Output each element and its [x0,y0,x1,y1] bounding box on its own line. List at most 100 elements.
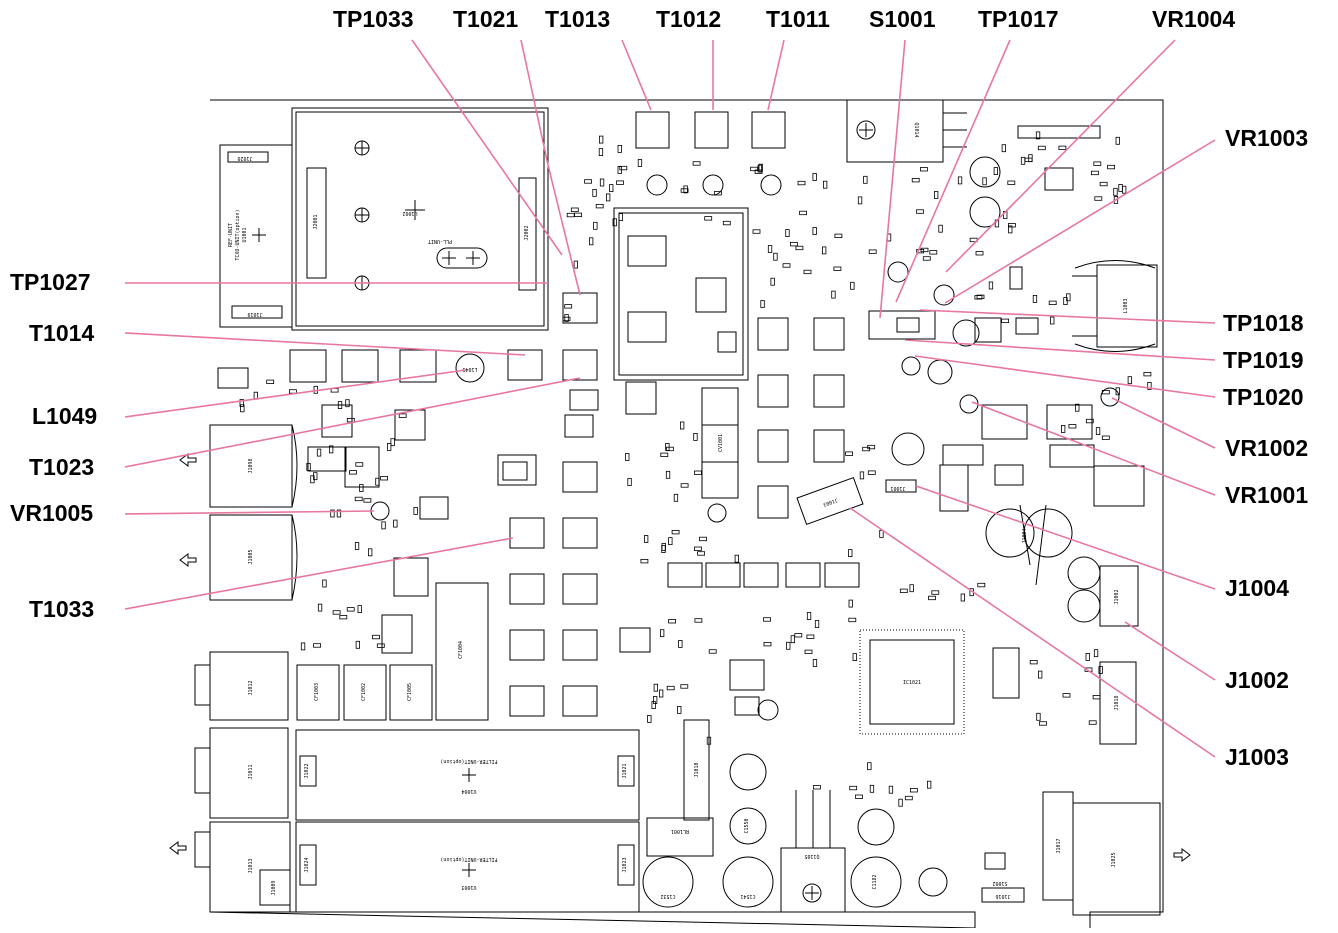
silkscreen-c1532: C1532 [660,893,675,899]
passive-component [239,399,244,407]
passive-component [288,389,297,394]
passive-component [393,519,398,528]
passive-component [386,442,392,451]
passive-component [564,304,573,309]
passive-component [617,165,622,174]
passive-component [982,177,987,186]
passive-component [714,191,722,196]
passive-component [857,196,863,205]
silkscreen-q1105: Q1105 [804,853,819,859]
silkscreen-j1022: J1022 [304,763,310,778]
passive-component [813,785,821,790]
passive-component [666,446,674,452]
passive-component [773,252,778,261]
silkscreen-j1024: J1024 [304,857,310,872]
passive-component [795,245,804,251]
passive-component [306,462,311,471]
passive-component [938,224,943,233]
passive-component [848,549,853,557]
passive-component [833,266,842,271]
passive-component [322,579,327,588]
passive-component [974,295,983,300]
passive-component [592,188,597,197]
silkscreen-filter-unit-1: FILTER-UNIT(option) [440,758,497,764]
silkscreen-cf1005: CF1005 [407,683,413,701]
passive-component [665,442,670,451]
tcxo-unit-outline [219,144,293,328]
passive-component [1039,721,1047,726]
passive-component [814,620,820,628]
passive-component [763,617,771,622]
callout-s1001: S1001 [869,6,936,32]
passive-component [1115,387,1120,396]
passive-component [812,173,817,181]
silkscreen-cv1001: CV1001 [718,434,724,452]
passive-component [754,169,763,174]
passive-component [803,269,812,275]
passive-component [1085,418,1094,424]
callout-vr1005: VR1005 [10,500,94,526]
silkscreen-j1013: J1013 [248,858,254,873]
passive-component [812,227,817,235]
silkscreen-tcxo-unit: REF-UNIT [228,223,234,247]
passive-component [660,629,665,638]
passive-component [367,548,373,557]
passive-component [763,642,772,647]
passive-component [758,163,763,172]
passive-component [848,617,857,623]
passive-component [799,210,807,216]
filter-unit-2 [295,821,640,913]
passive-component [678,640,683,648]
passive-component [1101,435,1110,440]
passive-component [619,165,628,171]
passive-component [863,175,868,184]
passive-component [330,509,335,518]
passive-component [804,649,813,654]
silkscreen-cf1004: CF1004 [458,641,464,659]
passive-component [1094,196,1103,201]
passive-component [770,277,775,286]
passive-component [850,281,855,290]
passive-component [909,584,914,593]
passive-component [310,475,315,484]
silkscreen-j1010: J1010 [694,762,700,777]
passive-component [786,641,791,650]
silkscreen-j1001: J1001 [890,485,905,491]
passive-component [413,506,418,515]
passive-component [665,470,671,479]
passive-component [1007,180,1016,185]
passive-component [1001,318,1009,324]
passive-component [1098,666,1103,674]
passive-component [706,736,712,745]
leader-line-t1011 [767,39,785,111]
passive-component [266,379,275,385]
passive-component [680,421,685,430]
passive-component [916,209,924,214]
passive-component [1037,145,1046,151]
passive-component [1035,131,1041,140]
callout-j1004: J1004 [1225,575,1289,601]
passive-component [697,551,705,556]
passive-component [934,191,939,199]
passive-component [680,483,689,488]
leader-line-t1021 [520,39,581,296]
passive-component [300,642,306,651]
passive-component [668,619,676,624]
passive-component [852,653,857,661]
callout-tp1018: TP1018 [1223,310,1304,336]
passive-component [1143,371,1152,377]
leader-line-s1001 [879,39,906,319]
passive-component [380,476,389,481]
passive-component [653,683,658,692]
silkscreen-cf1002: CF1002 [361,683,367,701]
passive-component [660,452,669,458]
leader-line-t1013 [621,39,652,111]
passive-component [606,193,611,202]
passive-component [988,281,994,290]
passive-component [922,256,931,261]
passive-component [1008,225,1013,234]
passive-component [589,237,594,246]
silkscreen-j1011: J1011 [248,764,254,779]
passive-component [790,635,795,644]
silkscreen-j1004-part: J1004 [1022,528,1028,543]
